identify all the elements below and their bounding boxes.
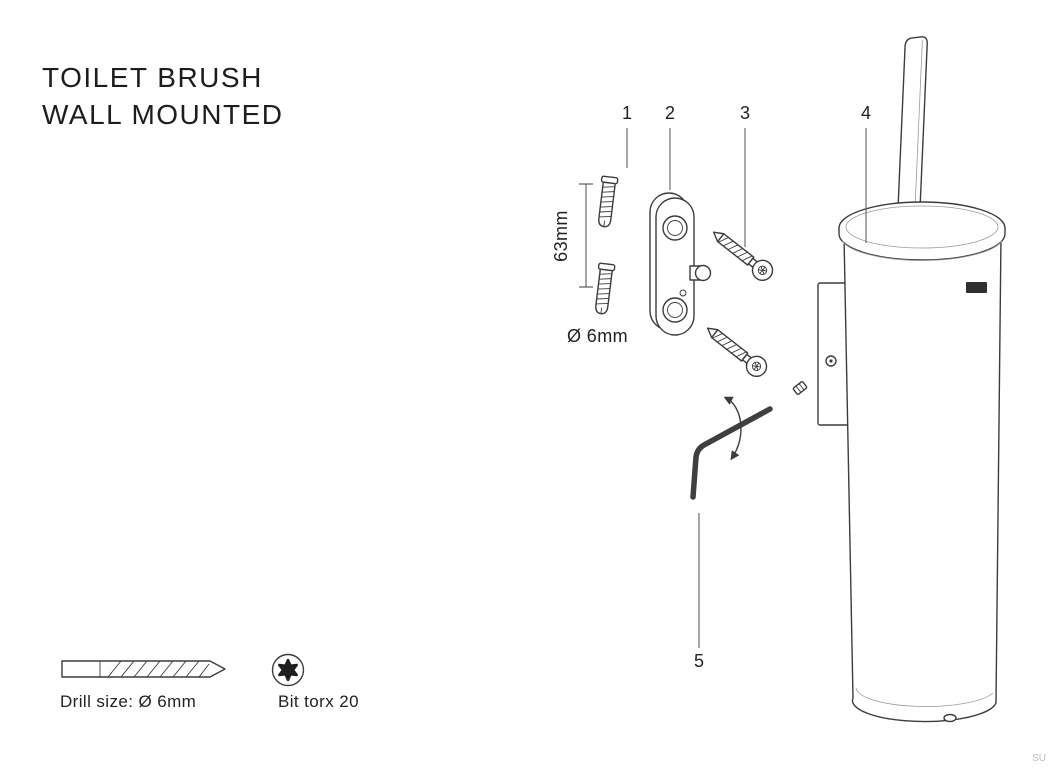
part-number-3: 3 xyxy=(740,103,750,123)
torx-bit-label: Bit torx 20 xyxy=(278,692,359,711)
toilet-brush-handle xyxy=(895,36,928,242)
wall-anchor-1 xyxy=(595,175,619,229)
screw-1 xyxy=(706,223,778,286)
screw-2 xyxy=(700,319,772,382)
part-number-5: 5 xyxy=(694,651,704,671)
part-number-2: 2 xyxy=(665,103,675,123)
part-number-4: 4 xyxy=(861,103,871,123)
anchor-length-label: 63mm xyxy=(551,210,571,262)
container-lid xyxy=(838,201,1006,261)
drill-bit-icon xyxy=(61,660,226,678)
grub-screw xyxy=(792,380,808,396)
mounting-plate xyxy=(649,192,712,336)
anchor-diameter-label: Ø 6mm xyxy=(567,326,628,346)
watermark: SU xyxy=(1032,753,1046,764)
page-title-line-1: TOILET BRUSH xyxy=(42,62,263,93)
brush-container-body xyxy=(843,235,1002,723)
page-title-line-2: WALL MOUNTED xyxy=(42,99,284,130)
part-number-1: 1 xyxy=(622,103,632,123)
drill-size-label: Drill size: Ø 6mm xyxy=(60,692,196,711)
brand-logo xyxy=(966,282,987,293)
torx-bit-icon xyxy=(271,653,305,687)
wall-anchor-2 xyxy=(592,262,616,316)
dimension-63mm xyxy=(579,183,593,288)
rotation-arrow-icon xyxy=(723,396,742,461)
allen-key xyxy=(690,406,773,500)
